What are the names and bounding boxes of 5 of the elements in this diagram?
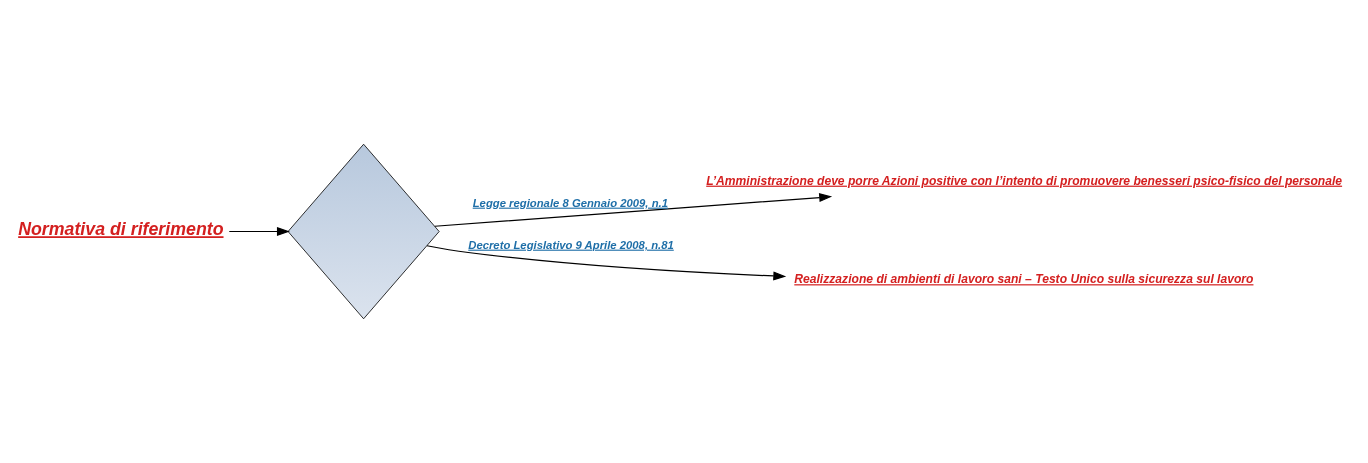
node-text: Normativa di riferimento [18, 219, 224, 240]
node-text: L’Amministrazione deve porre Azioni positive con l’intento di promuovere benesseri psico-fisico del personale [706, 173, 1343, 188]
edge-label: Decreto Legislativo 9 Aprile 2008, n.81 [468, 238, 674, 251]
edge-label: Legge regionale 8 Gennaio 2009, n.1 [472, 196, 668, 209]
node-text: Realizzazione di ambienti di lavoro sani – Testo Unico sulla sicurezza sul lavoro [794, 272, 1254, 287]
